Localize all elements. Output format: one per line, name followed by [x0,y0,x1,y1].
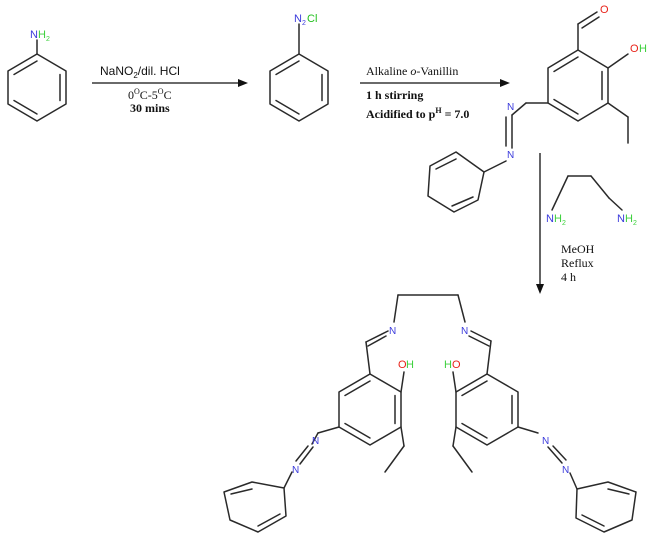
schiff-base-structure: N N O H H O N N [223,294,637,533]
left-azo-n1-label: N [312,436,319,447]
right-hydroxyl-h-label: H [444,359,452,371]
diamine-h1-label: H [554,213,562,225]
step1-temperature: 0OC-5OC [128,87,172,102]
left-hydroxyl-o-label: O [398,359,407,371]
diazonium-structure: N 2 Cl [269,13,329,122]
azo-n1-label: N [507,102,514,113]
step1-time: 30 mins [130,101,170,115]
step3-conditions: MeOH Reflux 4 h [561,242,595,284]
diamine-h2-subscript: 2 [633,220,637,227]
diamine-n2-label: N [617,213,625,225]
step1-reagent: NaNO2/dil. HCl [100,64,180,80]
azo-vanillin-structure: O O H N N [427,4,647,213]
diamine-h2-label: H [625,213,633,225]
aniline-n-label: N [30,29,38,41]
aniline-structure: N H 2 [7,29,67,122]
imine-n-right-label: N [461,326,468,337]
right-azo-n2-label: N [562,465,569,476]
step1-conditions: NaNO2/dil. HCl 0OC-5OC 30 mins [100,64,180,115]
aniline-h-subscript: 2 [46,36,50,43]
aniline-h-label: H [38,29,46,41]
step3-reflux: Reflux [561,256,594,270]
reaction-arrow-2 [360,79,510,87]
left-hydroxyl-h-label: H [406,359,414,371]
diazonium-n-label: N [294,13,302,25]
reaction-arrow-3 [536,153,544,294]
diamine-structure: N H 2 N H 2 [546,175,637,227]
right-hydroxyl-o-label: O [452,359,461,371]
hydroxyl-h-label: H [639,43,647,55]
azo-n2-label: N [507,150,514,161]
diazonium-n-subscript: 2 [302,20,306,27]
reaction-arrow-1 [92,79,248,87]
hydroxyl-o-label: O [630,43,639,55]
step2-stirring: 1 h stirring [366,88,423,102]
step2-reagent: Alkaline o-Vanillin [366,64,458,78]
imine-n-left-label: N [389,326,396,337]
left-azo-n2-label: N [292,465,299,476]
diamine-n1-label: N [546,213,554,225]
diamine-h1-subscript: 2 [562,220,566,227]
aldehyde-o-label: O [600,4,609,16]
step2-acidified: Acidified to pH = 7.0 [366,106,469,121]
diazonium-cl-label: Cl [307,13,317,25]
right-azo-n1-label: N [542,436,549,447]
step2-conditions: Alkaline o-Vanillin 1 h stirring Acidifi… [366,64,469,121]
step3-time: 4 h [561,270,576,284]
step3-solvent: MeOH [561,242,595,256]
